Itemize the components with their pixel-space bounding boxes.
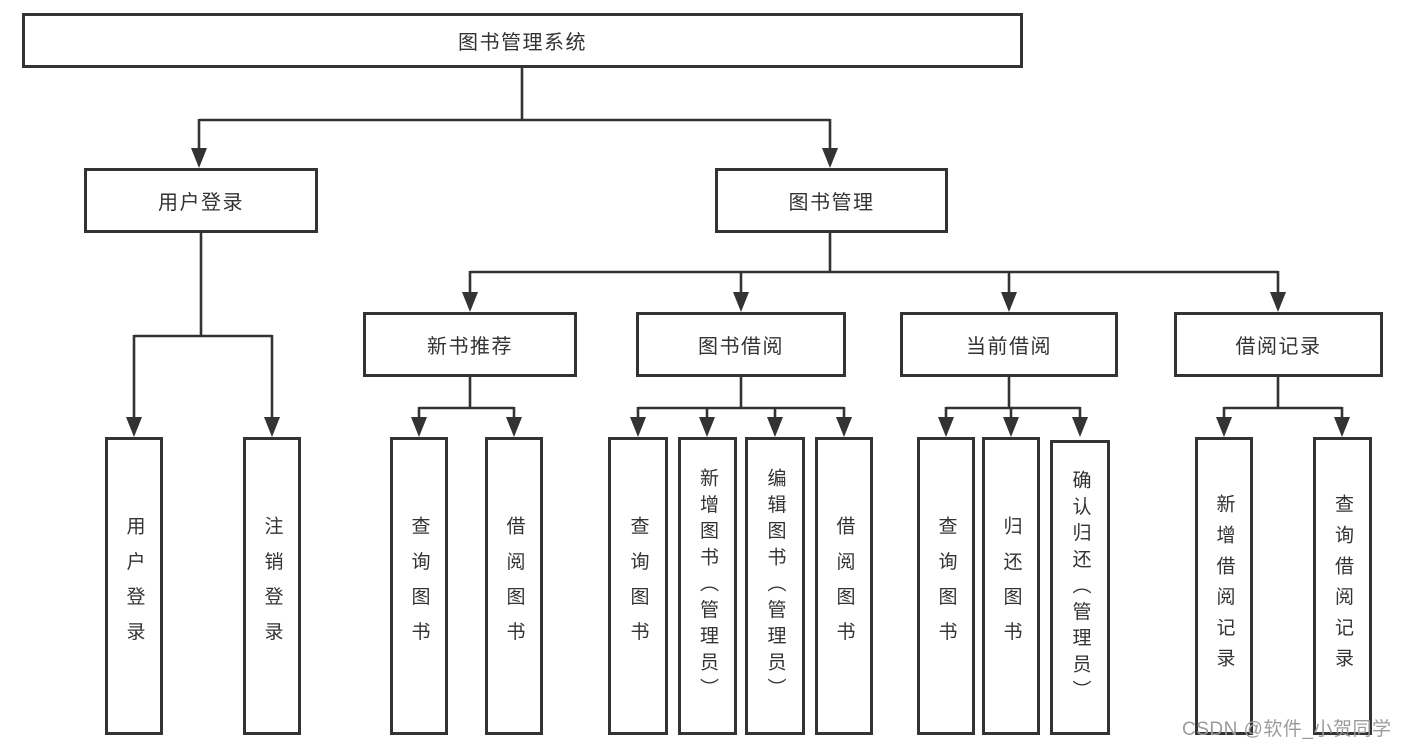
leaf-borrow-book-2: 借阅图书	[815, 437, 873, 735]
node-borrow-records: 借阅记录	[1174, 312, 1383, 377]
leaf-query-borrow-record: 查询借阅记录	[1313, 437, 1372, 735]
leaf-label: 查询图书	[627, 515, 649, 657]
node-new-book-recommend: 新书推荐	[363, 312, 577, 377]
leaf-add-book-admin: 新增图书（管理员）	[678, 437, 737, 735]
node-root: 图书管理系统	[22, 13, 1023, 68]
leaf-query-book-2: 查询图书	[608, 437, 668, 735]
leaf-user-login: 用户登录	[105, 437, 163, 735]
leaf-label: 查询图书	[935, 515, 957, 657]
leaf-return-book: 归还图书	[982, 437, 1040, 735]
node-user-login: 用户登录	[84, 168, 318, 233]
leaf-add-borrow-record: 新增借阅记录	[1195, 437, 1253, 735]
leaf-label: 编辑图书（管理员）	[764, 468, 786, 704]
leaf-borrow-book-1: 借阅图书	[485, 437, 543, 735]
leaf-logout: 注销登录	[243, 437, 301, 735]
node-current-borrow: 当前借阅	[900, 312, 1118, 377]
leaf-label: 查询借阅记录	[1332, 493, 1353, 679]
leaf-label: 借阅图书	[833, 515, 855, 657]
node-book-management: 图书管理	[715, 168, 948, 233]
leaf-label: 新增图书（管理员）	[697, 468, 718, 704]
leaf-confirm-return-admin: 确认归还（管理员）	[1050, 440, 1110, 735]
leaf-query-book-1: 查询图书	[390, 437, 448, 735]
leaf-label: 查询图书	[408, 515, 430, 657]
leaf-label: 确认归还（管理员）	[1069, 469, 1091, 706]
leaf-query-book-3: 查询图书	[917, 437, 975, 735]
leaf-label: 借阅图书	[503, 515, 525, 657]
leaf-label: 新增借阅记录	[1213, 493, 1235, 679]
csdn-watermark: CSDN @软件_小贺同学	[1182, 719, 1392, 740]
node-book-borrow: 图书借阅	[636, 312, 846, 377]
leaf-label: 用户登录	[123, 515, 145, 657]
leaf-label: 注销登录	[261, 515, 283, 657]
leaf-edit-book-admin: 编辑图书（管理员）	[745, 437, 805, 735]
leaf-label: 归还图书	[1000, 515, 1022, 657]
